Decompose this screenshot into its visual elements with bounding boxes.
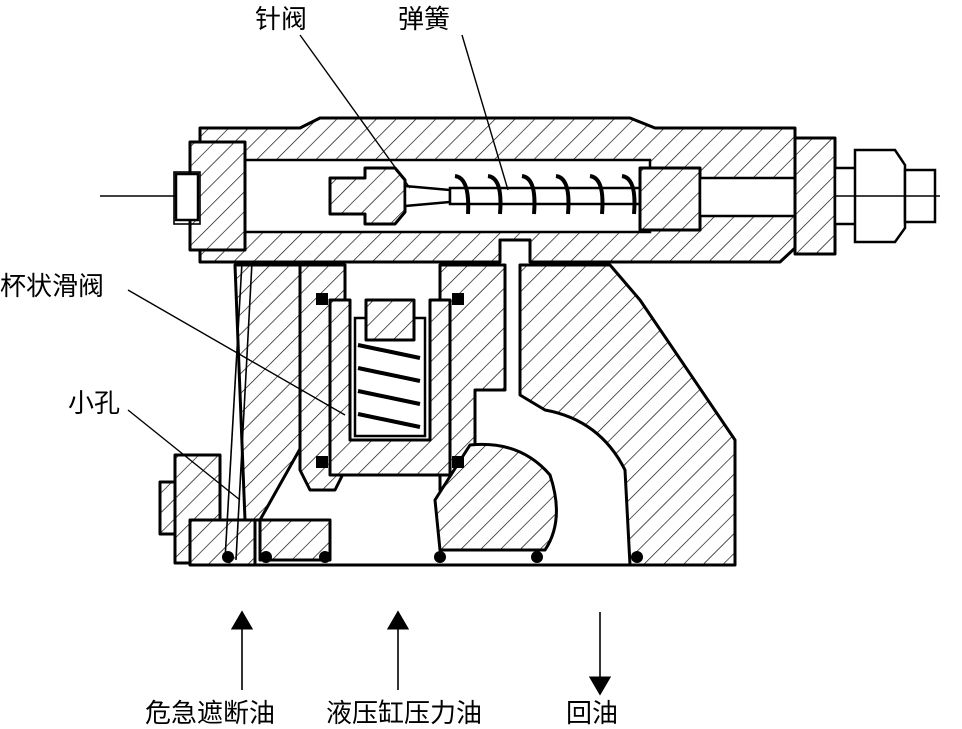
spring-label: 弹簧 — [398, 5, 450, 35]
spring — [454, 174, 637, 215]
lower-body — [158, 261, 737, 567]
cylinder-pressure-oil-label: 液压缸压力油 — [326, 699, 482, 729]
o-ring-seals — [222, 293, 643, 563]
needle-valve — [328, 166, 642, 226]
adjusting-screw — [638, 136, 937, 256]
return-oil-label: 回油 — [566, 699, 618, 729]
emergency-trip-oil-label: 危急遮断油 — [145, 699, 275, 729]
leader-lines — [127, 34, 509, 501]
needle-valve-label: 针阀 — [255, 5, 307, 35]
small-hole-label: 小孔 — [68, 389, 120, 419]
cup-slide-valve-label: 杯状滑阀 — [0, 272, 104, 302]
